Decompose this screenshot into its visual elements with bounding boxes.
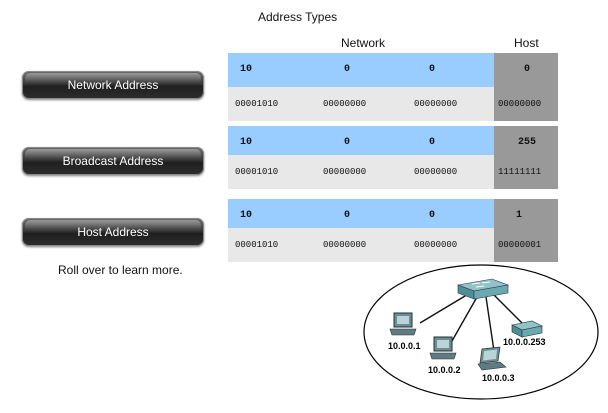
host-ip-2: 10.0.0.2	[428, 365, 461, 375]
host-octet-cell	[494, 199, 558, 233]
pc-icon	[429, 336, 457, 360]
octet-4: 255	[518, 137, 537, 148]
link-host-3	[485, 296, 495, 352]
host-octet-cell	[494, 228, 558, 262]
octet-2: 0	[344, 137, 351, 148]
host-ip-1: 10.0.0.1	[388, 341, 421, 351]
host-octet-cell	[494, 87, 558, 121]
instruction-text: Roll over to learn more.	[58, 263, 183, 277]
link-host-1	[419, 292, 471, 324]
network-boundary	[363, 264, 599, 400]
pc-icon	[389, 312, 417, 336]
octet-4: 11111111	[498, 167, 542, 177]
octet-3: 00000000	[414, 240, 458, 250]
octet-3: 0	[429, 137, 436, 148]
octet-1: 10	[240, 210, 253, 221]
octet-2: 0	[344, 210, 351, 221]
network-address-button[interactable]: Network Address	[22, 71, 204, 99]
octet-2: 00000000	[323, 240, 367, 250]
host-ip-3: 10.0.0.3	[482, 373, 515, 383]
network-address-decimal-row: 10 0 0 0	[228, 53, 558, 87]
octet-3: 0	[429, 64, 436, 75]
host-address-button[interactable]: Host Address	[22, 218, 204, 246]
network-diagram-svg: 10.0.0.1 10.0.0.2 10.0.0.3 10.0.0.253	[363, 264, 599, 400]
octet-4: 00000000	[498, 99, 542, 109]
broadcast-address-decimal-row: 10 0 0 255	[228, 126, 558, 160]
network-address-button-label: Network Address	[67, 78, 159, 92]
octet-2: 00000000	[323, 99, 367, 109]
laptop-icon	[477, 346, 507, 371]
octet-3: 00000000	[414, 167, 458, 177]
network-diagram: 10.0.0.1 10.0.0.2 10.0.0.3 10.0.0.253	[362, 263, 600, 401]
octet-3: 00000000	[414, 99, 458, 109]
link-host-4	[493, 294, 523, 324]
octet-4: 00000001	[498, 240, 542, 250]
host-octet-cell	[494, 126, 558, 160]
network-address-binary-row: 00001010 00000000 00000000 00000000	[228, 87, 558, 121]
host-column-header: Host	[514, 36, 539, 50]
host-ip-4: 10.0.0.253	[503, 337, 546, 347]
host-address-binary-row: 00001010 00000000 00000000 00000001	[228, 228, 558, 262]
octet-2: 0	[344, 64, 351, 75]
octet-4: 1	[516, 210, 523, 221]
page-title: Address Types	[258, 10, 338, 24]
link-host-2	[451, 296, 478, 342]
host-address-button-label: Host Address	[77, 225, 149, 239]
broadcast-address-button-label: Broadcast Address	[62, 154, 164, 168]
network-column-header: Network	[341, 36, 386, 50]
broadcast-address-binary-row: 00001010 00000000 00000000 11111111	[228, 155, 558, 189]
octet-4: 0	[524, 64, 531, 75]
host-octet-cell	[494, 155, 558, 189]
octet-1: 10	[240, 64, 253, 75]
octet-1: 00001010	[235, 240, 279, 250]
host-octet-cell	[494, 53, 558, 87]
octet-2: 00000000	[323, 167, 367, 177]
octet-3: 0	[429, 210, 436, 221]
octet-1: 10	[240, 137, 253, 148]
printer-icon	[511, 320, 543, 338]
broadcast-address-button[interactable]: Broadcast Address	[22, 147, 204, 175]
octet-1: 00001010	[235, 167, 279, 177]
host-address-decimal-row: 10 0 0 1	[228, 199, 558, 233]
switch-icon	[456, 278, 510, 300]
octet-1: 00001010	[235, 99, 279, 109]
links	[419, 292, 523, 352]
